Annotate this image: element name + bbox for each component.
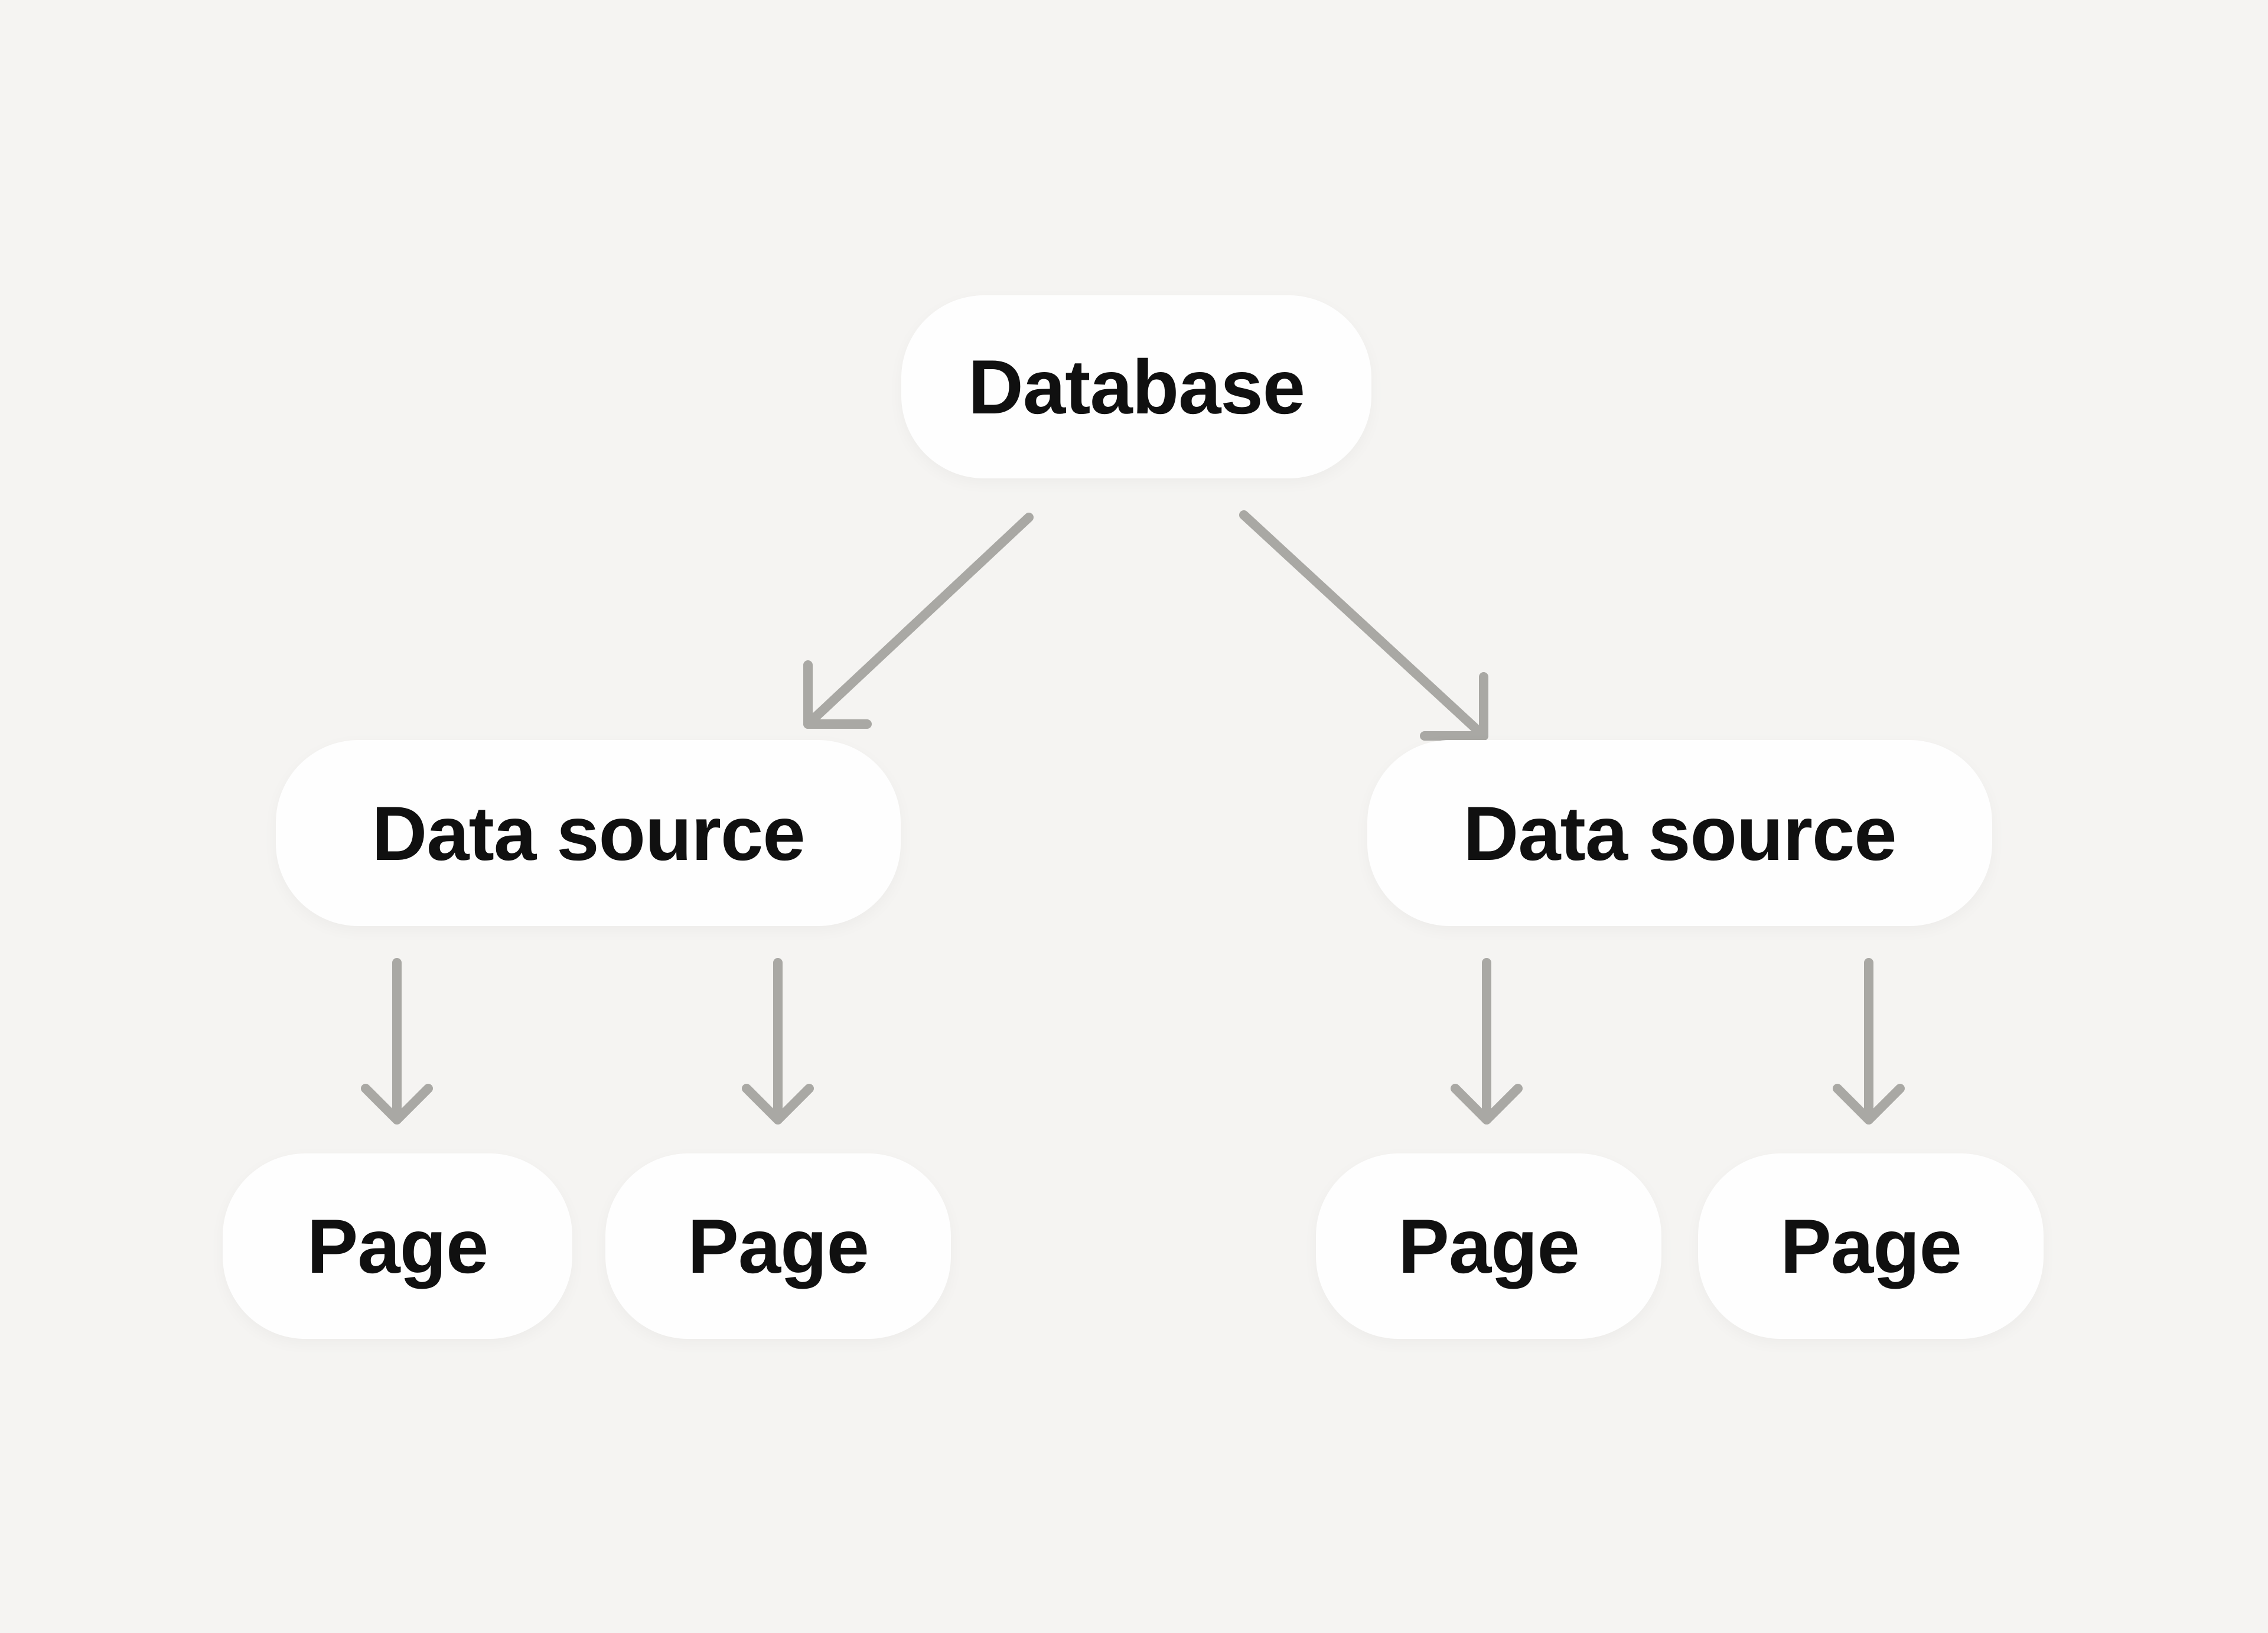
arrow-database-to-datasource-left [803, 513, 1034, 729]
node-datasource-left: Data source [276, 740, 901, 926]
node-page-3: Page [1316, 1153, 1661, 1339]
node-page-1: Page [223, 1153, 572, 1339]
arrow-datasource-left-to-page-2 [742, 958, 814, 1124]
arrow-database-to-datasource-right [1239, 510, 1488, 741]
node-page-4: Page [1698, 1153, 2044, 1339]
arrow-datasource-left-to-page-1 [361, 958, 433, 1124]
node-page-2: Page [605, 1153, 951, 1339]
arrow-datasource-right-to-page-3 [1451, 958, 1523, 1124]
node-datasource-right: Data source [1367, 740, 1992, 926]
node-database: Database [901, 295, 1371, 478]
arrow-datasource-right-to-page-4 [1833, 958, 1905, 1124]
